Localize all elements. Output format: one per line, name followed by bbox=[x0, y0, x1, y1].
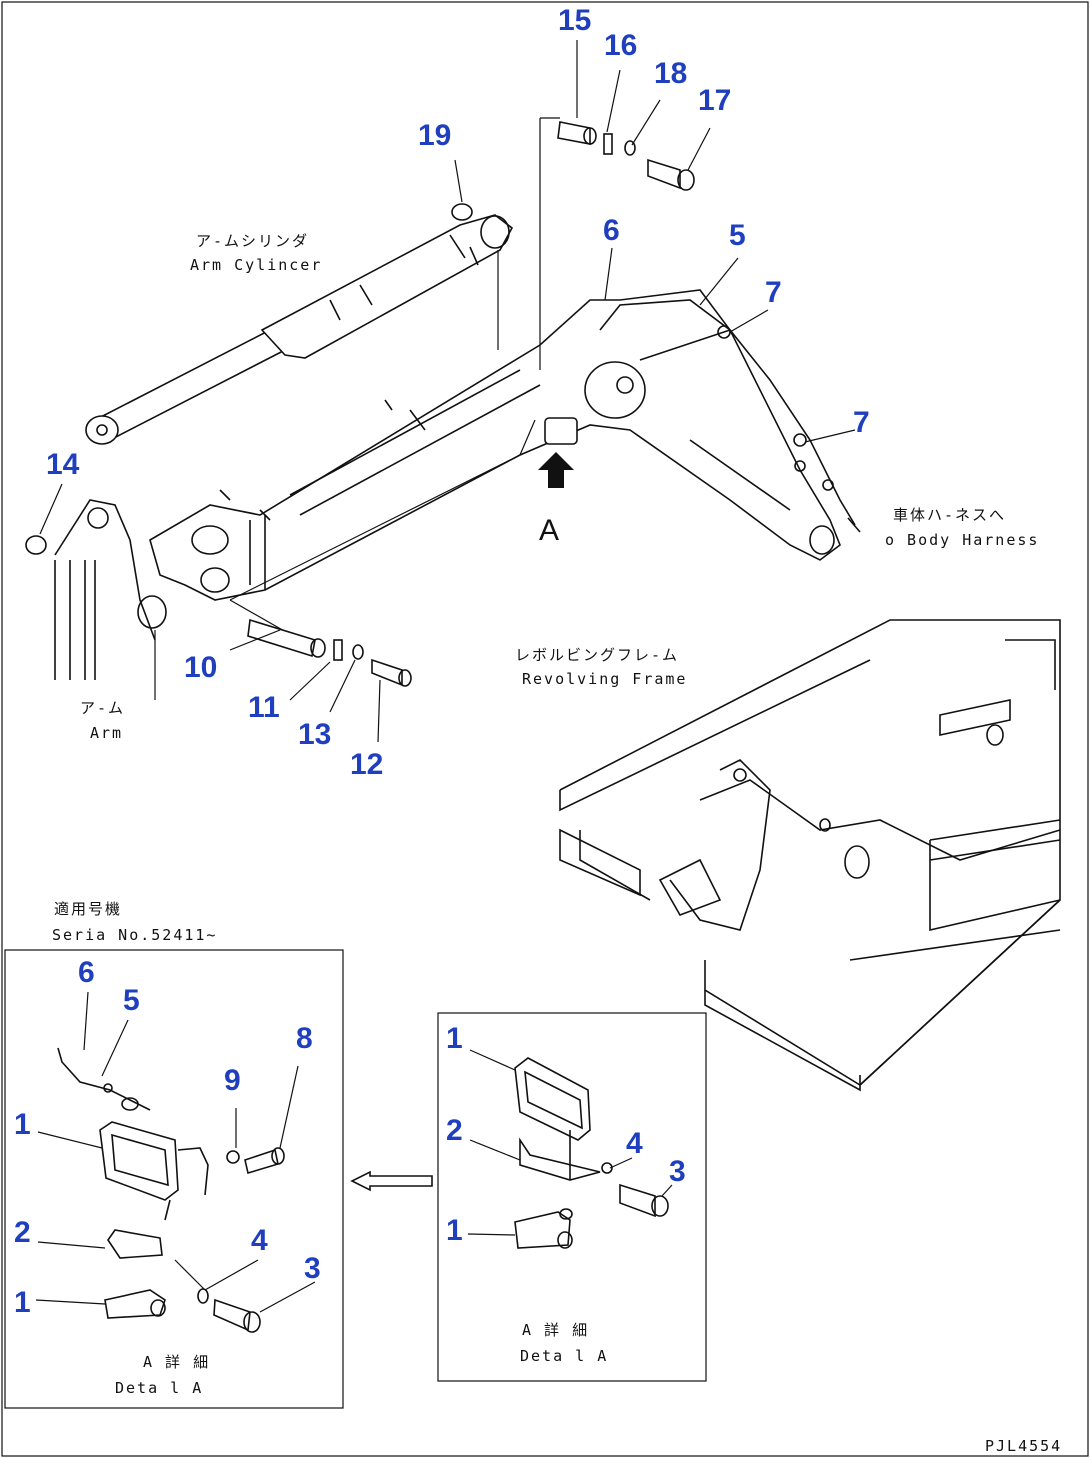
revolving-frame bbox=[559, 619, 1061, 1092]
label-body-harness-en: o Body Harness bbox=[885, 531, 1039, 549]
left-callout-8: 8 bbox=[296, 1022, 313, 1055]
callout-15: 15 bbox=[558, 4, 591, 37]
label-arm-en: Arm bbox=[90, 724, 123, 742]
label-arm-jp: ア-ム bbox=[80, 699, 125, 717]
left-callout-3: 3 bbox=[304, 1252, 321, 1285]
callout-19: 19 bbox=[418, 119, 451, 152]
left-callout-1a: 1 bbox=[14, 1108, 31, 1141]
label-view-a: A bbox=[539, 514, 559, 547]
left-callout-9: 9 bbox=[224, 1064, 241, 1097]
callout-11: 11 bbox=[248, 691, 280, 724]
detail-right-parts bbox=[514, 1057, 669, 1249]
label-detail-a-left-jp: A 詳 細 bbox=[143, 1353, 210, 1371]
right-callout-1a: 1 bbox=[446, 1022, 463, 1055]
harness bbox=[599, 299, 856, 526]
callout-17: 17 bbox=[698, 84, 731, 117]
right-callout-4: 4 bbox=[626, 1127, 643, 1160]
callout-7-lower: 7 bbox=[853, 406, 870, 439]
left-callout-1b: 1 bbox=[14, 1286, 31, 1319]
callout-14: 14 bbox=[46, 448, 80, 481]
left-callout-4: 4 bbox=[251, 1224, 268, 1257]
callout-16: 16 bbox=[604, 29, 637, 62]
right-callout-2: 2 bbox=[446, 1114, 463, 1147]
callout-7-upper: 7 bbox=[765, 276, 782, 309]
label-serial-jp: 適用号機 bbox=[54, 900, 122, 918]
right-callout-1b: 1 bbox=[446, 1214, 463, 1247]
label-arm-cylinder-jp: ア-ムシリンダ bbox=[196, 232, 309, 250]
leader-lines bbox=[35, 40, 856, 1313]
detail-arrow bbox=[350, 1170, 433, 1192]
detail-box-left bbox=[4, 949, 344, 1409]
left-callout-2: 2 bbox=[14, 1216, 31, 1249]
label-serial-en: Seria No.52411~ bbox=[52, 926, 217, 944]
label-revolving-frame-en: Revolving Frame bbox=[522, 670, 687, 688]
label-detail-a-right-en: Deta l A bbox=[520, 1347, 608, 1365]
drawing-code: PJL4554 bbox=[985, 1437, 1062, 1455]
callout-5: 5 bbox=[729, 219, 746, 252]
arm-cylinder bbox=[85, 214, 514, 445]
callout-13: 13 bbox=[298, 718, 331, 751]
label-body-harness-jp: 車体ハ-ネスへ bbox=[893, 506, 1006, 524]
view-arrow bbox=[538, 452, 574, 488]
left-callout-5: 5 bbox=[123, 984, 140, 1017]
callout-12: 12 bbox=[350, 748, 383, 781]
detail-box-right bbox=[437, 1012, 707, 1382]
boom bbox=[149, 289, 841, 601]
label-detail-a-left-en: Deta l A bbox=[115, 1379, 203, 1397]
lamp-at-A bbox=[544, 417, 578, 445]
label-detail-a-right-jp: A 詳 細 bbox=[522, 1321, 589, 1339]
callout-6: 6 bbox=[603, 214, 620, 247]
right-callout-3: 3 bbox=[669, 1155, 686, 1188]
label-revolving-frame-jp: レボルビングフレ-ム bbox=[515, 646, 679, 664]
left-callout-6: 6 bbox=[78, 956, 95, 989]
harness-arrow bbox=[847, 517, 861, 533]
arm bbox=[25, 499, 167, 700]
callout-10: 10 bbox=[184, 651, 217, 684]
detail-left-parts bbox=[57, 1047, 285, 1333]
callout-18: 18 bbox=[654, 57, 687, 90]
label-arm-cylinder-en: Arm Cylincer bbox=[190, 256, 322, 274]
